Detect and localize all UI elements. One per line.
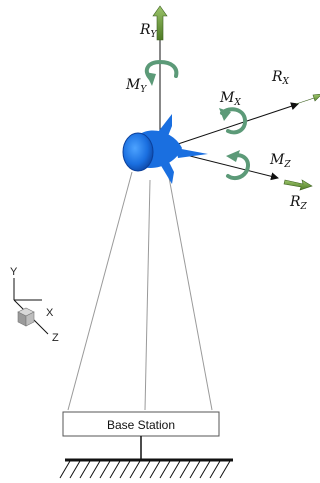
my-label: MY	[125, 77, 147, 95]
ground-hatch-line	[139, 460, 151, 479]
rx-axis-line	[165, 102, 299, 149]
base-station: Base Station	[59, 411, 233, 479]
ground-hatch-line	[219, 460, 231, 479]
rx-arrow	[295, 93, 320, 105]
mx-arrowhead	[219, 108, 231, 121]
moment-mx: MX	[219, 90, 248, 135]
nose	[123, 133, 153, 171]
mz-arrowhead	[226, 150, 240, 162]
ground-hatch-line	[189, 460, 201, 479]
ground-hatch-line	[169, 460, 181, 479]
tether-left	[67, 171, 133, 411]
moment-mz: MZ	[226, 150, 291, 181]
fin-right	[176, 148, 208, 158]
fin-bottom	[160, 160, 174, 184]
fin-top	[158, 114, 172, 136]
ground-hatch-line	[179, 460, 191, 479]
ry-arrow	[152, 5, 168, 41]
ground-hatch-line	[69, 460, 81, 479]
triad-y-label: Y	[10, 266, 18, 278]
rz-arrow	[283, 179, 313, 191]
tether-right	[167, 171, 213, 411]
nose-rim	[122, 132, 154, 172]
ground-hatch-line	[59, 460, 71, 479]
mx-arrow	[220, 107, 248, 135]
ground-hatch-line	[89, 460, 101, 479]
ground-hatch-line	[79, 460, 91, 479]
tether-center	[144, 179, 151, 411]
ground-hatch-line	[109, 460, 121, 479]
my-arrowhead	[145, 72, 156, 86]
ground-hatch-line	[159, 460, 171, 479]
ground-hatching	[59, 460, 231, 479]
ground-hatch-line	[209, 460, 221, 479]
ground-hatch-line	[119, 460, 131, 479]
triad-x-label: X	[46, 307, 54, 319]
base-station-box	[62, 411, 220, 437]
rx-label: RX	[271, 69, 290, 87]
triad-z-label: Z	[52, 332, 59, 344]
ground-hatch-line	[129, 460, 141, 479]
mz-label: MZ	[269, 152, 291, 170]
force-rx: RX	[165, 69, 320, 149]
tethers	[67, 171, 213, 411]
ground-hatch-line	[99, 460, 111, 479]
ground-hatch-line	[149, 460, 161, 479]
base-station-label: Base Station	[107, 418, 175, 432]
aircraft-body	[122, 114, 208, 184]
triad-cube-right	[25, 311, 35, 327]
ry-label: RY	[139, 22, 158, 40]
mx-label: MX	[219, 90, 241, 108]
rz-label: RZ	[289, 194, 308, 212]
ground-hatch-line	[199, 460, 211, 479]
mz-arrow	[226, 153, 251, 181]
my-arrow	[144, 59, 179, 80]
coordinate-triad: Y X Z	[10, 266, 59, 344]
moment-my: MY	[125, 59, 179, 95]
